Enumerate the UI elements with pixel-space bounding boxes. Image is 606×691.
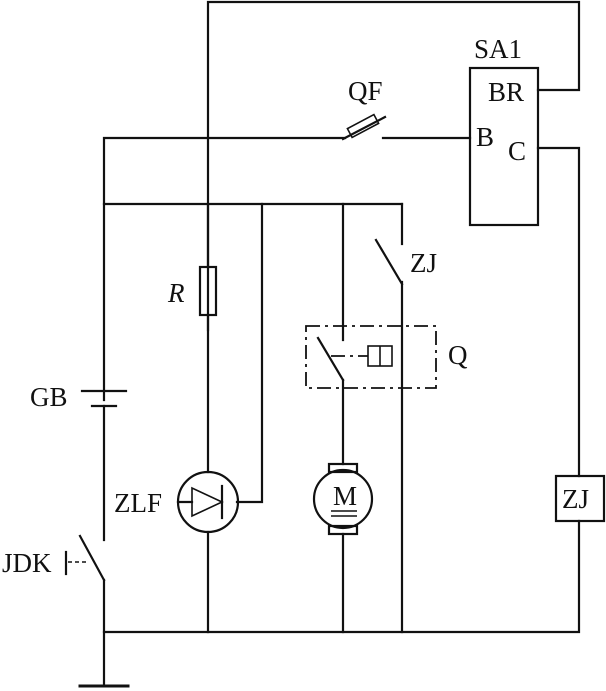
zj-contact: ZJ: [374, 238, 437, 286]
q-contact-blade: [316, 336, 345, 382]
sa1-terminal-b: B: [476, 122, 494, 152]
motor-m: M: [312, 462, 374, 536]
jdk-blade: [78, 534, 106, 582]
sa1-terminal-br: BR: [488, 77, 524, 107]
jdk-switch: JDK: [2, 534, 106, 582]
resistor-r: R: [167, 265, 218, 317]
jdk-label: JDK: [2, 548, 52, 578]
q-label: Q: [448, 340, 468, 370]
resistor-label: R: [167, 278, 185, 308]
qf-label: QF: [348, 76, 383, 106]
zlf-label: ZLF: [114, 488, 162, 518]
wire-qf-to-b: [102, 136, 347, 402]
qf-fuse-body: [346, 113, 380, 139]
q-contactor: Q: [305, 325, 468, 389]
wire-top-loop: [206, 0, 581, 332]
motor-label: M: [333, 481, 357, 511]
battery-label: GB: [30, 382, 68, 412]
zj-relay-label: ZJ: [562, 484, 589, 514]
zlf-diode-triangle: [191, 486, 224, 518]
wire-c-to-zj: [536, 146, 581, 478]
motor-circle: [312, 468, 374, 530]
resistor-body: [198, 265, 218, 317]
wiring: [102, 0, 581, 688]
zj-relay-coil: ZJ: [554, 474, 606, 523]
gb-battery: GB: [30, 382, 128, 412]
qf-fuse: QF: [341, 76, 387, 141]
zj-relay-box: [554, 474, 606, 523]
sa1-terminal-c: C: [508, 136, 526, 166]
sa1-switch: SA1 BR B C: [468, 34, 540, 227]
sa1-box: [468, 66, 540, 227]
wire-zlf-feed: [235, 202, 264, 504]
motor-top-brush: [327, 462, 359, 474]
q-enclosure: [305, 325, 437, 389]
zj-contact-label: ZJ: [410, 248, 437, 278]
zlf-rectifier: ZLF: [114, 470, 240, 534]
sa1-label: SA1: [474, 34, 522, 64]
motor-bottom-brush: [327, 524, 359, 536]
zj-contact-blade: [374, 238, 404, 286]
wire-zj-to-bottom: [102, 519, 581, 634]
